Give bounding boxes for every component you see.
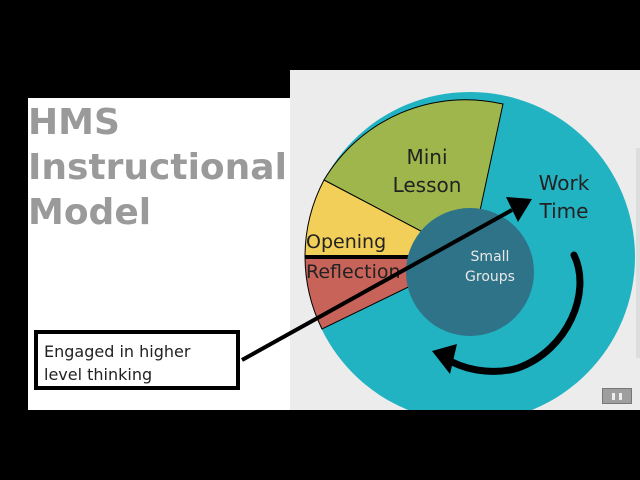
diagram-panel: Mini Lesson Opening Reflection Work Time… [290, 70, 640, 410]
work-time-label-2: Time [539, 199, 589, 223]
pause-icon [612, 393, 615, 400]
small-groups-label-2: Groups [465, 269, 515, 285]
mini-lesson-label-2: Lesson [393, 173, 462, 197]
mini-lesson-label-1: Mini [406, 145, 447, 169]
title-line-1: HMS [28, 102, 120, 143]
slide-title: HMS Instructional Model [28, 100, 287, 235]
opening-label: Opening [306, 231, 386, 253]
title-line-3: Model [28, 192, 152, 233]
pause-button[interactable] [602, 388, 632, 404]
reflection-label: Reflection [306, 261, 401, 283]
callout-box: Engaged in higher level thinking [34, 330, 240, 390]
adjacent-slide-edge [636, 148, 640, 358]
instructional-cycle-diagram: Mini Lesson Opening Reflection Work Time… [304, 92, 635, 410]
callout-line-2: level thinking [44, 365, 153, 384]
title-line-2: Instructional [28, 147, 287, 188]
work-time-label-1: Work [539, 171, 590, 195]
slide-frame-border [14, 84, 290, 410]
callout-line-1: Engaged in higher [44, 342, 191, 361]
small-groups-label-1: Small [471, 249, 510, 265]
